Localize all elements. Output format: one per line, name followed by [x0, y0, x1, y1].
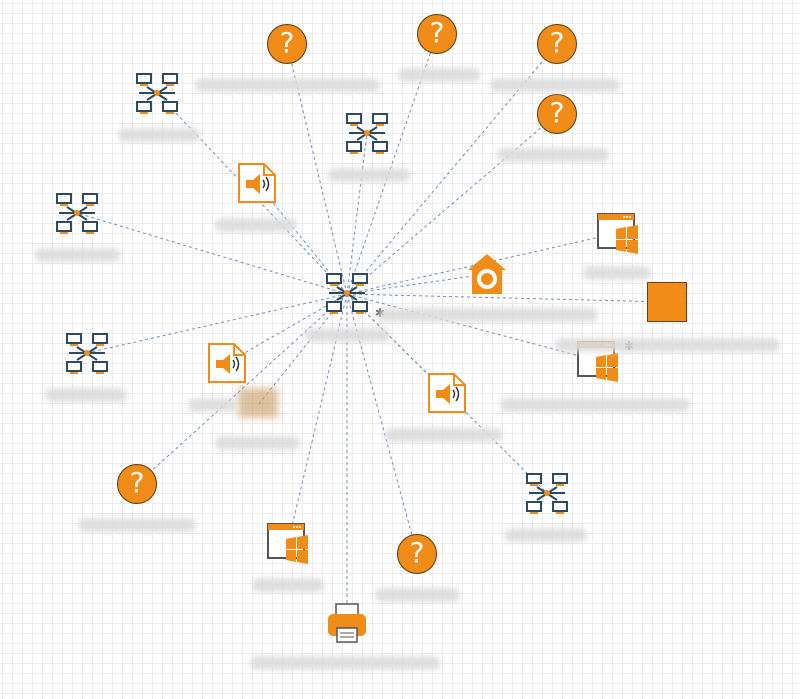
node-label — [555, 338, 780, 352]
audio-file-icon[interactable] — [206, 342, 248, 384]
unknown-device-icon[interactable]: ? — [537, 94, 577, 134]
printer-icon[interactable] — [326, 602, 368, 644]
network-switch-icon[interactable] — [135, 72, 179, 114]
windows-computer-icon[interactable] — [266, 522, 310, 564]
node-label — [305, 328, 390, 342]
node-label — [385, 428, 503, 442]
node-label — [188, 398, 236, 412]
node-label — [583, 266, 651, 280]
connection-edge — [76, 212, 348, 295]
node-label — [215, 436, 300, 450]
unknown-device-icon[interactable]: ? — [117, 464, 157, 504]
audio-file-icon[interactable] — [426, 372, 468, 414]
node-label — [45, 388, 127, 402]
node-label — [375, 588, 460, 602]
node-label — [215, 218, 297, 232]
node-label — [195, 78, 380, 92]
network-switch-icon[interactable] — [55, 192, 99, 234]
generic-device-icon[interactable] — [647, 282, 687, 322]
connection-edge — [346, 113, 558, 295]
node-label — [398, 68, 480, 82]
device-icon — [238, 388, 278, 418]
home-router-icon[interactable] — [466, 252, 508, 296]
node-label — [35, 248, 120, 262]
node-label — [78, 518, 196, 532]
connection-edge — [346, 293, 548, 494]
node-label — [250, 656, 440, 670]
connection-edge — [136, 293, 348, 485]
connection-edge — [346, 132, 368, 295]
unknown-device-icon[interactable]: ? — [267, 24, 307, 64]
connection-edge — [286, 43, 348, 295]
hub-switch-icon[interactable] — [325, 272, 369, 314]
connection-edge — [226, 293, 348, 364]
connection-edge — [346, 293, 668, 303]
unknown-device-icon[interactable]: ? — [397, 534, 437, 574]
network-switch-icon[interactable] — [345, 112, 389, 154]
node-label — [500, 398, 690, 412]
node-label — [497, 148, 609, 162]
network-switch-icon[interactable] — [525, 472, 569, 514]
unknown-device-icon[interactable]: ? — [537, 24, 577, 64]
node-label — [328, 168, 410, 182]
node-label — [505, 528, 587, 542]
node-label — [378, 308, 598, 322]
network-switch-icon[interactable] — [65, 332, 109, 374]
node-label — [252, 578, 324, 592]
connection-edge — [86, 293, 348, 354]
node-label — [490, 78, 620, 92]
audio-file-icon[interactable] — [236, 162, 278, 204]
windows-computer-icon[interactable] — [596, 212, 640, 254]
unknown-device-icon[interactable]: ? — [417, 14, 457, 54]
node-label — [118, 128, 200, 142]
